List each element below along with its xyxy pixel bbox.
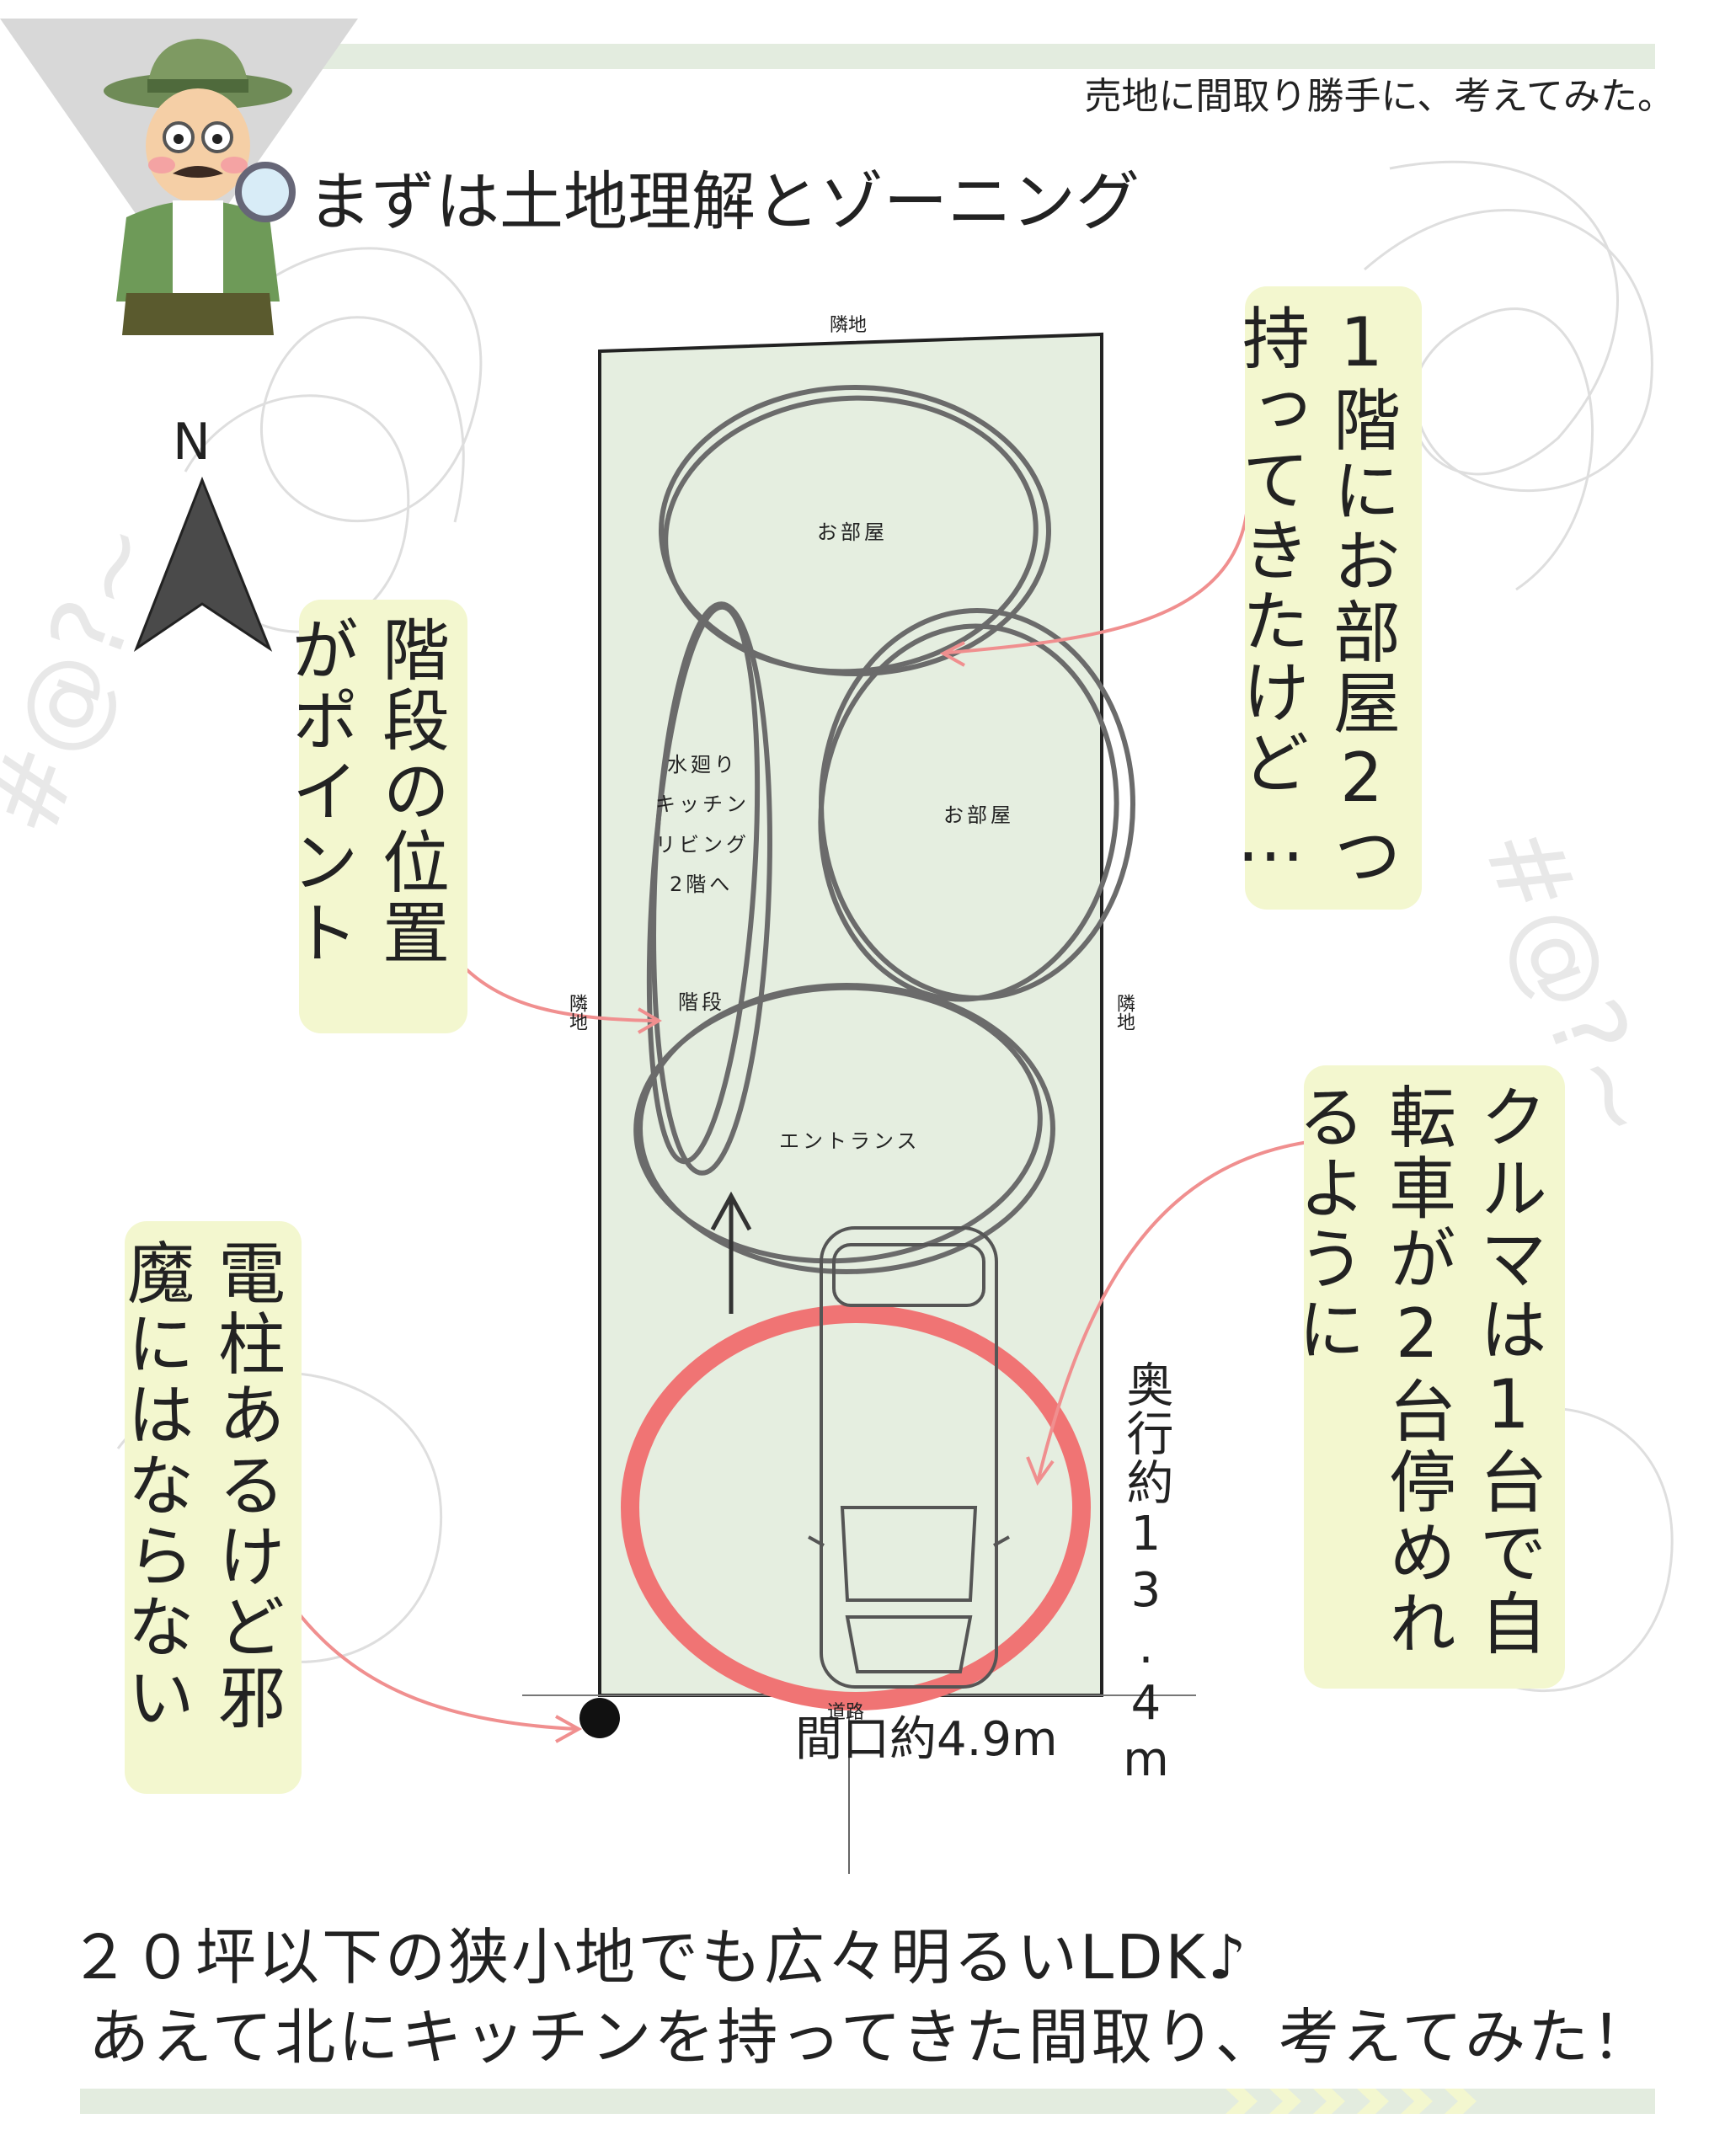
callout-parking-text: クルマは1台で自転車が2台停めれるように [1287,1082,1547,1659]
zone-room-top: お部屋 [817,520,888,544]
zone-wet-area-line1: 水廻り [667,753,738,776]
neighbor-right-label: 隣地 [1114,994,1135,1031]
zone-entrance: エントランス [779,1129,921,1153]
zone-wet-area-line3: リビング [655,833,750,857]
frontage-width-label: 間口約4.9m [795,1712,1058,1767]
callout-stairs: 階段の位置がポイント [280,600,467,1033]
subtitle: 売地に間取り勝手に、考えてみた。 [1084,75,1674,118]
callout-pole: 電柱あるけど邪魔にはならない [116,1221,302,1794]
callout-rooms-text: 1階にお部屋2つ持ってきたけど… [1231,303,1401,891]
zone-wet-area-line4: 2階へ [670,873,734,896]
header-band [80,44,1655,69]
zone-wet-area-line2: キッチン [655,792,750,816]
neighbor-left-label: 隣地 [566,994,587,1031]
north-label: N [173,413,211,472]
neighbor-top-label: 隣地 [830,315,868,336]
footer-line-1: ２０坪以下の狭小地でも広々明るいLDK♪ [69,1922,1249,1993]
zone-stairs: 階段 [678,990,725,1014]
zone-room-middle: お部屋 [943,803,1014,827]
callout-pole-text: 電柱あるけど邪魔にはならない [116,1238,286,1733]
road-label: 道路 [827,1702,865,1723]
footer-band [80,2089,1655,2114]
page-title: まずは土地理解とゾーニング [307,164,1140,239]
footer-chevrons [1226,2089,1477,2114]
footer-line-2: あえて北にキッチンを持ってきた間取り、考えてみた！ [88,2002,1655,2073]
callout-stairs-text: 階段の位置がポイント [280,615,450,969]
explorer-character [104,39,296,335]
callout-rooms: 1階にお部屋2つ持ってきたけど… [1231,286,1422,910]
callout-parking: クルマは1台で自転車が2台停めれるように [1287,1065,1565,1689]
site-depth-label: 奥行約13.4m [1119,1360,1173,1789]
north-arrow-icon [133,476,273,652]
